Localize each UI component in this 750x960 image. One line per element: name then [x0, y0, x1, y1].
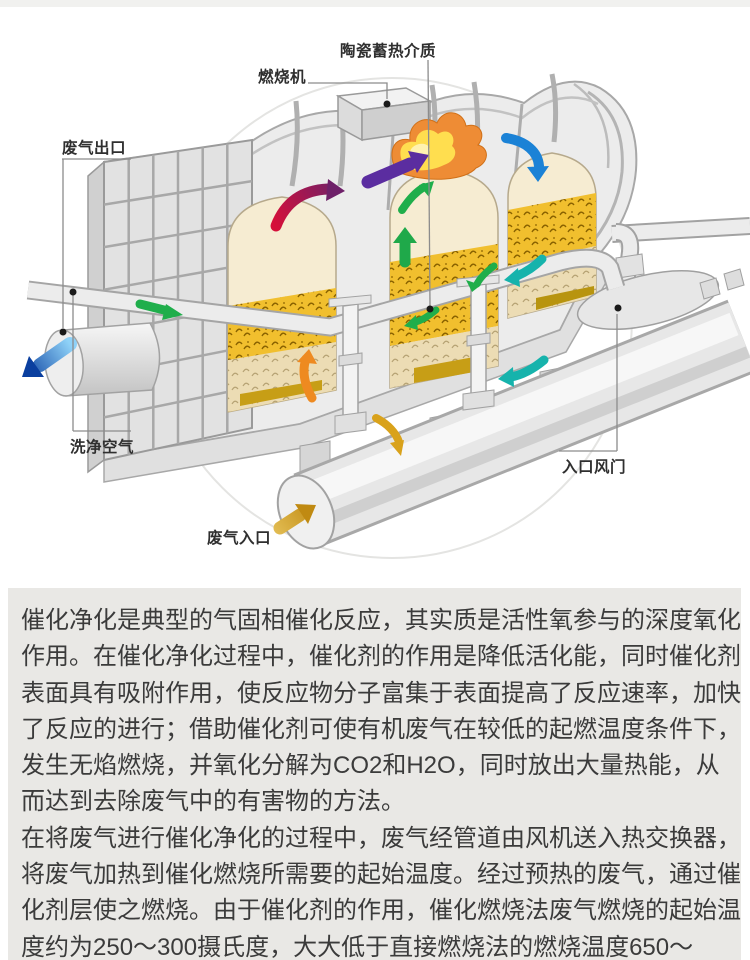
flow-arrow-green-hook-1-icon — [466, 262, 498, 292]
text-line: 催化净化是典型的气固相催化反应，其实质是活性氧参与的深度氧化 — [21, 607, 741, 634]
valve-pipe-2 — [456, 274, 500, 411]
flow-arrow-red-purple-icon — [270, 179, 345, 232]
text-line: 了反应的进行；借助催化剂可使有机废气在较低的起燃温度条件下， — [21, 715, 741, 743]
flow-arrow-blue-icon — [501, 133, 549, 182]
rto-diagram: 陶瓷蓄热介质 燃烧机 废气出口 洗净空气 入口风门 废气入口 — [22, 41, 750, 559]
text-line: 将废气加热到催化燃烧所需要的起始温度。经过预热的废气，通过催 — [21, 861, 741, 889]
front-pipe — [26, 248, 626, 337]
chamber-1 — [227, 196, 337, 413]
flow-arrow-green-strap-icon — [135, 299, 183, 320]
chamber-3 — [507, 152, 597, 319]
outlet-cylinder — [44, 322, 161, 397]
label-inlet-damper: 入口风门 — [562, 457, 626, 476]
description-text-block: 催化净化是典型的气固相催化反应，其实质是活性氧参与的深度氧化 作用。在催化净化过… — [8, 588, 741, 960]
flow-arrow-teal-1-icon — [504, 254, 547, 287]
top-border — [0, 0, 750, 7]
text-line: 作用。在催化净化过程中，催化剂的作用是降低活化能，同时催化剂 — [21, 643, 741, 671]
label-clean-air: 洗净空气 — [70, 437, 134, 456]
label-waste-gas-inlet: 废气入口 — [207, 528, 271, 547]
valve-pipe-1 — [328, 294, 372, 435]
flow-arrow-inlet-gold-icon — [273, 504, 316, 535]
text-line: 表面具有吸附作用，使反应物分子富集于表面提高了反应速率，加快 — [21, 679, 741, 707]
text-line: 发生无焰燃烧，并氧化分解为CO2和H2O，同时放出大量热能，从 — [21, 752, 720, 780]
flow-arrow-gold-hook-icon — [372, 414, 404, 456]
text-line: 度约为250～300摄氏度，大大低于直接燃烧法的燃烧温度650～ — [21, 933, 694, 960]
flow-arrow-green-hook-2-icon — [404, 306, 440, 330]
text-line: 在将废气进行催化净化的过程中，废气经管道由风机送入热交换器， — [21, 824, 741, 852]
flow-arrow-outlet-blue-icon — [22, 337, 77, 377]
label-exhaust-outlet: 废气出口 — [62, 138, 126, 157]
label-burner: 燃烧机 — [258, 67, 306, 86]
text-line: 化剂层使之燃烧。由于催化剂的作用，催化燃烧法废气燃烧的起始温 — [21, 897, 741, 925]
rto-diagram-svg: 陶瓷蓄热介质 燃烧机 废气出口 洗净空气 入口风门 废气入口 — [22, 41, 750, 559]
text-line: 而达到去除废气中的有害物的方法。 — [21, 788, 405, 816]
inlet-duct-pipe — [276, 299, 750, 550]
flow-arrow-green-under-flame-icon — [398, 181, 434, 214]
label-ceramic-media: 陶瓷蓄热介质 — [340, 41, 436, 60]
leader-lines — [62, 59, 618, 452]
flow-arrow-purple-icon — [361, 151, 429, 189]
leader-dots — [59, 100, 622, 336]
flow-arrow-teal-2-icon — [498, 355, 549, 387]
flow-arrow-orange-icon — [297, 349, 317, 403]
flow-arrow-green-up-icon — [393, 227, 417, 268]
